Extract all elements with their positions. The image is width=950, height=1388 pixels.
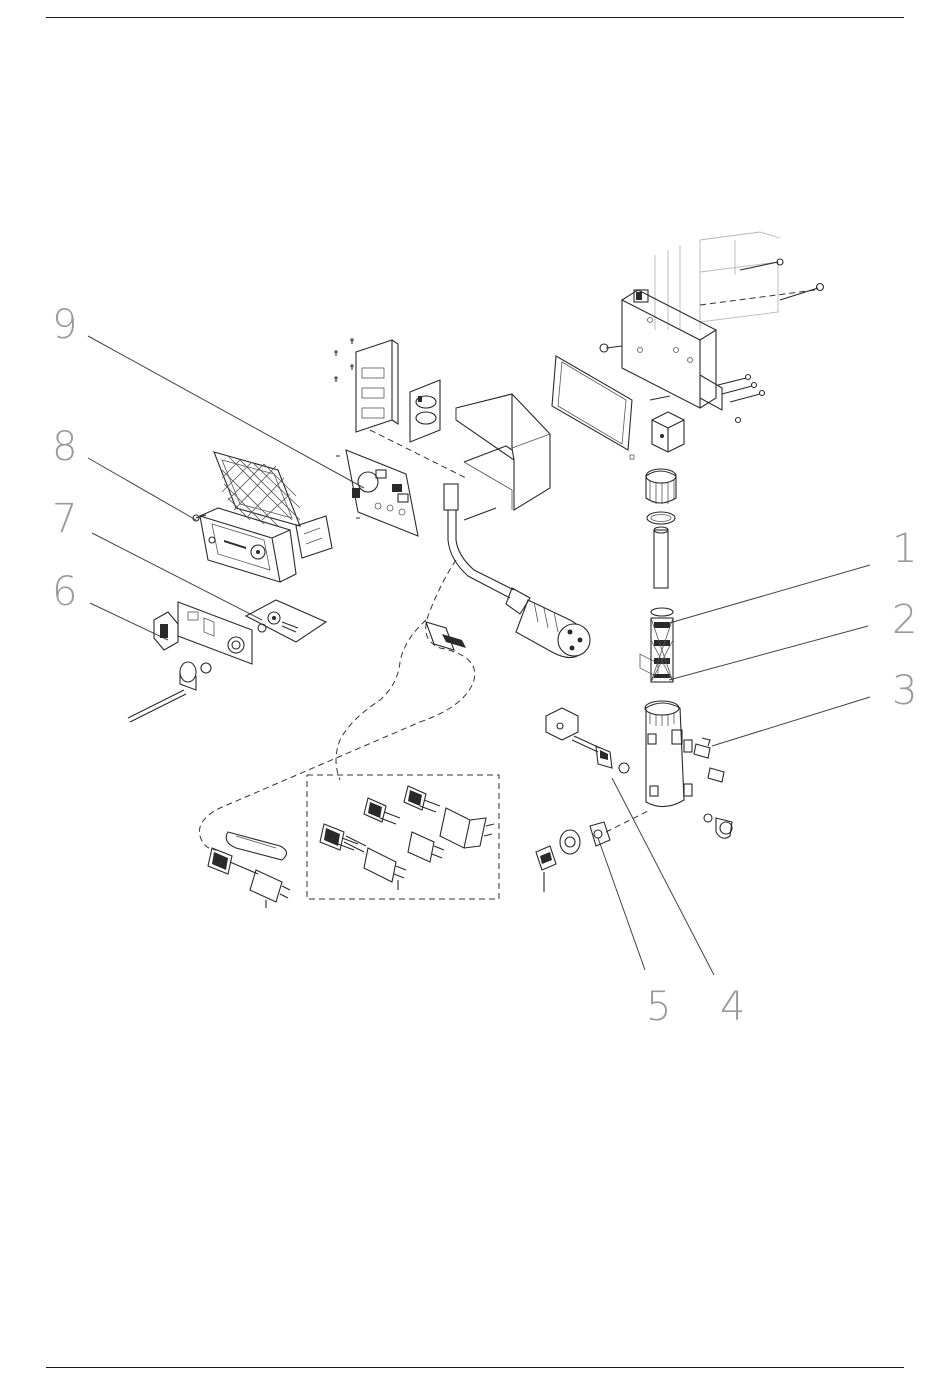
hinged-lid [193,452,332,582]
switch-panel [128,602,252,722]
detail-inset-7 [246,600,326,642]
callout-9: 9 [52,302,77,348]
leader-6 [90,603,168,640]
leader-3 [712,697,870,746]
leader-2 [669,626,868,680]
callout-6: 6 [52,569,77,615]
leader-8 [88,458,196,520]
callout-8: 8 [52,424,77,470]
mounting-plate [334,338,440,442]
leader-1 [666,565,870,624]
leader-lines [88,336,870,975]
callout-5: 5 [646,984,671,1030]
callout-1: 1 [892,526,917,572]
leader-7 [92,533,262,620]
circuit-board [336,450,418,536]
power-cable-connector [444,484,590,658]
cord-set [208,832,290,908]
filter-column [606,469,732,838]
leader-4 [612,778,714,975]
housing-cover [370,394,550,520]
screws-row [334,338,354,382]
leader-5 [598,838,645,970]
wall-mount-assembly [552,232,824,677]
cord-routing [199,560,474,850]
callout-3: 3 [892,668,917,714]
callout-4: 4 [720,984,745,1030]
callout-2: 2 [892,597,917,643]
leader-9 [88,336,364,488]
plug-options-box [307,775,499,899]
callout-7: 7 [52,496,77,542]
sensor-parts [536,708,629,892]
